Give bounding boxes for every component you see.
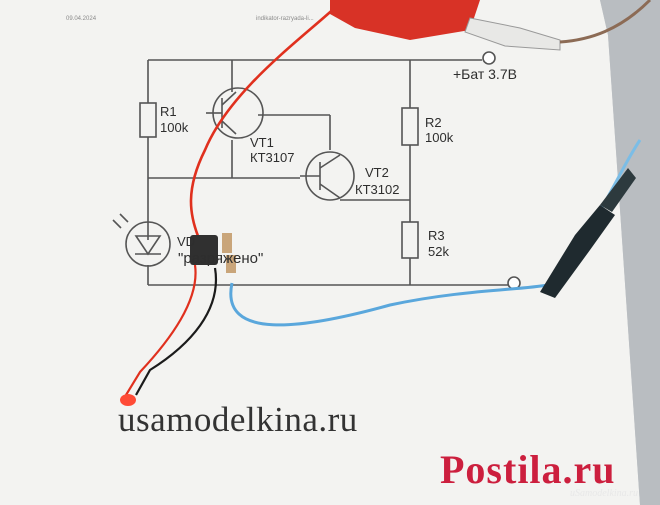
red-led — [120, 394, 136, 406]
r1-value: 100k — [160, 120, 189, 135]
r3-name: R3 — [428, 228, 445, 243]
r1-name: R1 — [160, 104, 177, 119]
resistor-body — [222, 233, 232, 253]
led-symbol — [112, 213, 171, 267]
vt2-name: VT2 — [365, 165, 389, 180]
brown-cable — [559, 0, 652, 44]
transistor-vt2 — [300, 151, 355, 201]
site-watermark: usamodelkina.ru — [118, 400, 358, 439]
led-caption: "разряжено" — [178, 250, 264, 267]
resistor-r2 — [401, 107, 419, 146]
vt1-name: VT1 — [250, 135, 274, 150]
red-wire — [189, 4, 339, 237]
resistor-r3 — [401, 221, 419, 259]
corner-watermark: uSamodelkina.ru — [570, 488, 639, 499]
clip-cable-sleeve — [464, 17, 561, 51]
resistor-body-2 — [226, 255, 236, 273]
led-name: VD — [177, 234, 196, 249]
black-clip-sleeve — [600, 168, 636, 212]
r2-value: 100k — [425, 130, 454, 145]
red-alligator-clip — [330, 0, 480, 40]
header-title: indikator-razryada-li... — [256, 16, 314, 22]
paper-sheet — [0, 0, 640, 505]
battery-terminal — [482, 51, 496, 65]
schematic-lines — [147, 59, 508, 286]
vt2-model: КТ3102 — [355, 182, 400, 197]
vt1-model: КТ3107 — [250, 150, 295, 165]
header-date: 09.04.2024 — [66, 16, 97, 22]
resistor-r1 — [139, 102, 157, 138]
led-red-lead — [125, 264, 197, 396]
r3-value: 52k — [428, 244, 449, 259]
transistor-package — [190, 235, 218, 265]
led-black-lead — [135, 267, 218, 396]
paper-shadow — [600, 0, 660, 505]
battery-label: +Бат 3.7В — [453, 66, 517, 82]
black-alligator-clip — [540, 205, 615, 298]
transistor-vt1 — [206, 87, 264, 139]
r2-name: R2 — [425, 115, 442, 130]
postila-brand-watermark: Postila.ru — [440, 447, 616, 492]
blue-wire — [229, 282, 549, 327]
